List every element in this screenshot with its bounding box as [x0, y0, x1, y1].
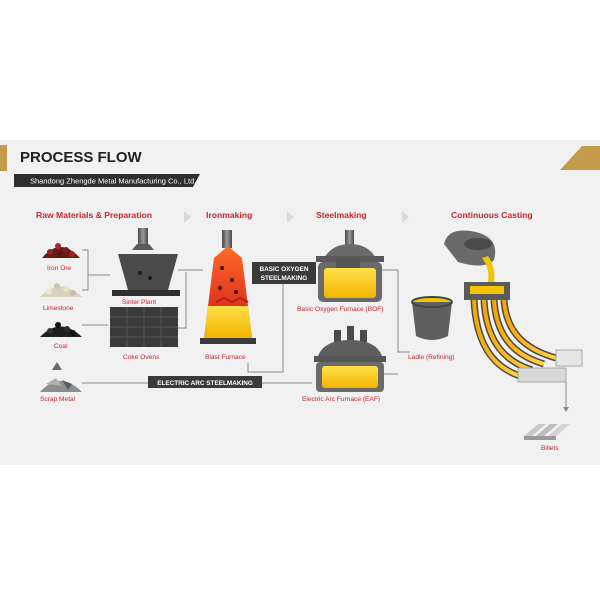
blast-furnace-label: Blast Furnace [205, 354, 246, 361]
basic-oxygen-steelmaking-banner: BASIC OXYGEN STEELMAKING [252, 262, 316, 284]
sinter-plant-icon [112, 228, 180, 296]
limestone-label: Limestone [43, 305, 74, 312]
chevron-icon [402, 211, 409, 223]
coal-label: Coal [54, 343, 68, 350]
iron-ore-label: Iron Ore [47, 265, 72, 272]
company-bar [14, 174, 200, 187]
coal-pile [40, 322, 82, 337]
iron-ore-pile [42, 243, 80, 258]
stage-headers: Raw Materials & Preparation Ironmaking S… [36, 210, 533, 223]
eaf-label: Electric Arc Furnace (EAF) [302, 396, 380, 403]
blast-furnace-icon [200, 230, 256, 344]
eaf-icon [314, 326, 386, 392]
chevron-icon [287, 211, 294, 223]
limestone-pile [40, 283, 82, 297]
ladle-label: Ladle (Refining) [408, 354, 455, 361]
stage-ironmaking: Ironmaking [206, 210, 252, 220]
svg-text:ELECTRIC ARC STEELMAKING: ELECTRIC ARC STEELMAKING [157, 380, 253, 387]
svg-text:STEELMAKING: STEELMAKING [261, 275, 308, 282]
svg-text:BASIC OXYGEN: BASIC OXYGEN [259, 266, 308, 273]
header-accent-right [560, 146, 600, 170]
scrap-metal-label: Scrap Metal [40, 396, 76, 403]
electric-arc-steelmaking-banner: ELECTRIC ARC STEELMAKING [148, 376, 262, 388]
bof-icon [316, 230, 384, 302]
sinter-plant-label: Sinter Plant [122, 299, 156, 306]
scrap-metal-pile [40, 362, 82, 392]
chevron-icon [184, 211, 191, 223]
diagram-background [0, 140, 600, 465]
coke-ovens-icon [110, 307, 178, 347]
billets-icon [524, 424, 570, 440]
coke-ovens-label: Coke Ovens [123, 354, 160, 361]
billets-label: Billets [541, 445, 559, 452]
bof-label: Basic Oxygen Furnace (BOF) [297, 306, 383, 313]
stage-steelmaking: Steelmaking [316, 210, 367, 220]
stage-continuous-casting: Continuous Casting [451, 210, 533, 220]
header: PROCESS FLOW Shandong Zhengde Metal Manu… [0, 145, 600, 187]
company-name: Shandong Zhengde Metal Manufacturing Co.… [30, 177, 196, 186]
stage-raw-materials: Raw Materials & Preparation [36, 210, 152, 220]
page-title: PROCESS FLOW [20, 149, 143, 166]
ladle-icon [411, 296, 453, 340]
header-accent-left [0, 145, 7, 171]
continuous-caster-icon [444, 230, 583, 383]
